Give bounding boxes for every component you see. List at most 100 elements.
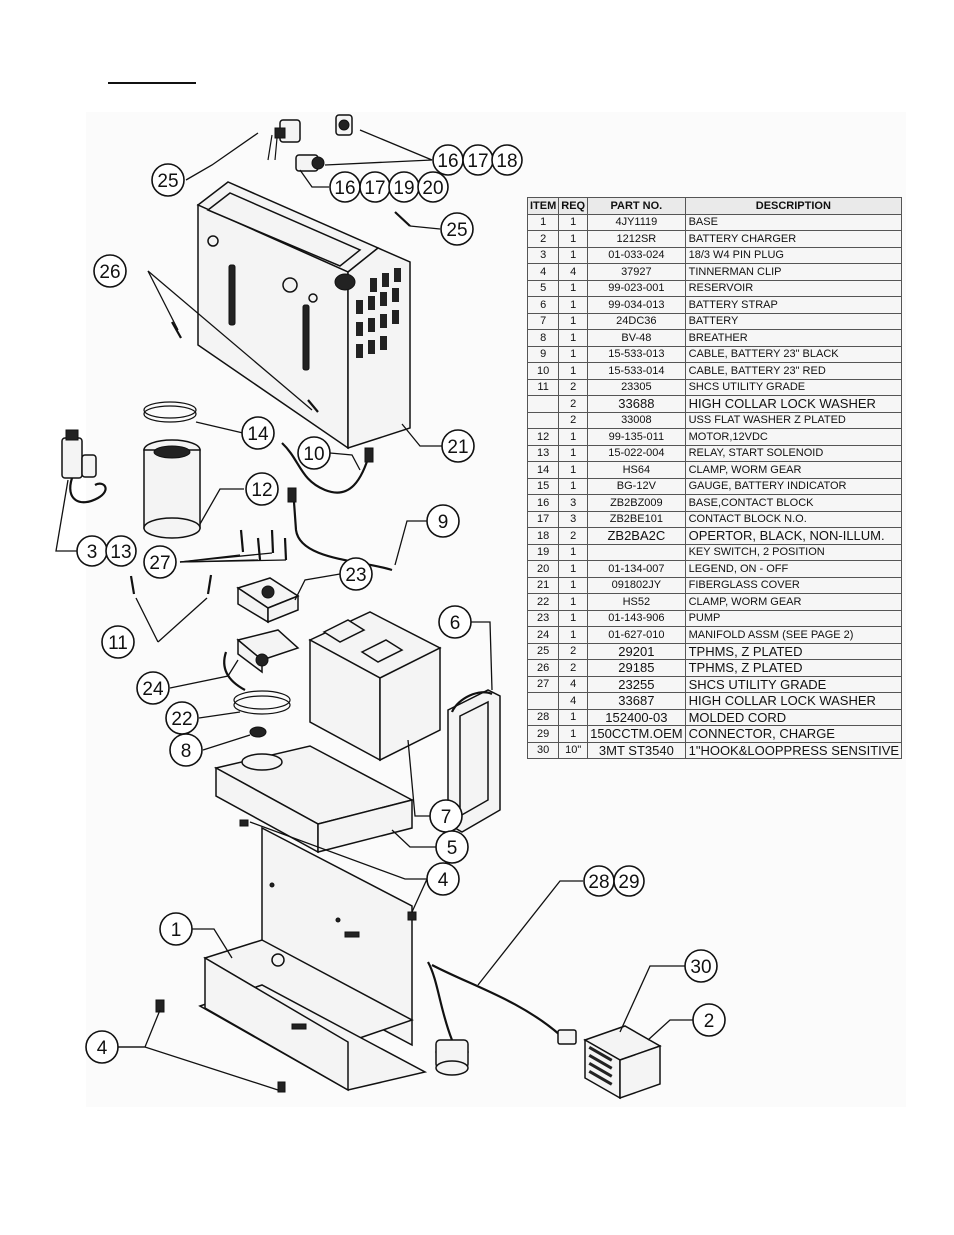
bom-item-cell: 6	[526, 296, 560, 314]
bom-req-cell: 1	[558, 444, 589, 462]
bom-part-cell: 29185	[587, 659, 686, 677]
bom-description-cell: SHCS UTILITY GRADE	[684, 675, 903, 693]
svg-text:28: 28	[588, 872, 609, 893]
svg-text:3: 3	[87, 542, 98, 563]
callout-26: 26	[93, 254, 127, 288]
bom-part-cell: 15-533-014	[587, 362, 686, 380]
bom-item-cell: 1	[526, 213, 560, 231]
bom-item-cell: 15	[526, 477, 560, 495]
svg-text:14: 14	[247, 424, 269, 445]
callout-2: 2	[692, 1003, 726, 1037]
svg-text:17: 17	[467, 151, 488, 172]
bom-item-cell: 20	[526, 560, 560, 578]
bom-item-cell: 13	[526, 444, 560, 462]
bom-header-description: DESCRIPTION	[684, 197, 903, 215]
svg-text:25: 25	[446, 220, 467, 241]
svg-text:10: 10	[303, 444, 324, 465]
bom-req-cell: 1	[558, 329, 589, 347]
bom-description-cell: TPHMS, Z PLATED	[684, 659, 903, 677]
bom-description-cell: BASE,CONTACT BLOCK	[684, 494, 903, 512]
bom-part-cell: 99-135-011	[587, 428, 686, 446]
bom-description-cell: USS FLAT WASHER Z PLATED	[684, 411, 903, 429]
bom-req-cell: 1	[558, 279, 589, 297]
bom-item-cell: 17	[526, 510, 560, 528]
battery-cables	[281, 442, 393, 572]
svg-text:4: 4	[438, 870, 449, 891]
svg-text:25: 25	[157, 171, 178, 192]
svg-text:27: 27	[149, 553, 170, 574]
bom-req-cell: 4	[558, 675, 589, 693]
bom-item-cell: 9	[526, 345, 560, 363]
bom-req-cell: 1	[558, 312, 589, 330]
bom-description-cell: 1"HOOK&LOOPPRESS SENSITIVE	[684, 741, 903, 759]
callout-16-lower: 16	[329, 171, 361, 203]
callout-14: 14	[241, 416, 275, 450]
bom-description-cell: FIBERGLASS COVER	[684, 576, 903, 594]
svg-text:13: 13	[110, 542, 131, 563]
battery-charger	[583, 1025, 662, 1100]
bom-req-cell: 1	[558, 296, 589, 314]
bom-description-cell: BATTERY STRAP	[684, 296, 903, 314]
bom-item-cell: 21	[526, 576, 560, 594]
bom-req-cell: 1	[558, 708, 589, 726]
bom-description-cell: BATTERY CHARGER	[684, 230, 903, 248]
battery	[308, 611, 442, 762]
bom-description-cell: BREATHER	[684, 329, 903, 347]
bom-description-cell: OPERTOR, BLACK, NON-ILLUM.	[684, 527, 903, 545]
bom-header-req: REQ	[558, 197, 589, 215]
callout-9: 9	[426, 504, 460, 538]
callout-4-upper: 4	[426, 862, 460, 896]
bom-description-cell: MOTOR,12VDC	[684, 428, 903, 446]
svg-text:26: 26	[99, 262, 120, 283]
bom-part-cell: HS52	[587, 593, 686, 611]
bom-part-cell: 33008	[587, 411, 686, 429]
bom-req-cell: 2	[558, 659, 589, 677]
bom-req-cell: 1	[558, 345, 589, 363]
bom-req-cell: 1	[558, 213, 589, 231]
bom-req-cell: 1	[558, 725, 589, 743]
bom-description-cell: MOLDED CORD	[684, 708, 903, 726]
svg-text:7: 7	[441, 807, 452, 828]
svg-text:12: 12	[251, 480, 272, 501]
callout-7: 7	[429, 799, 463, 833]
bom-part-cell: ZB2BE101	[587, 510, 686, 528]
callout-5: 5	[435, 830, 469, 864]
battery-strap	[447, 689, 501, 833]
svg-text:21: 21	[447, 437, 468, 458]
bom-req-cell: 2	[558, 527, 589, 545]
bom-req-cell: 1	[558, 626, 589, 644]
bom-description-cell: TPHMS, Z PLATED	[684, 642, 903, 660]
bom-part-cell: 29201	[587, 642, 686, 660]
bom-req-cell: 1	[558, 477, 589, 495]
bom-req-cell: 1	[558, 230, 589, 248]
bom-req-cell: 4	[558, 263, 589, 281]
svg-text:11: 11	[108, 633, 128, 654]
bom-part-cell: 091802JY	[587, 576, 686, 594]
base-frame	[198, 826, 428, 1092]
bom-description-cell: CABLE, BATTERY 23" BLACK	[684, 345, 903, 363]
bom-item-cell: 14	[526, 461, 560, 479]
bom-part-cell: 01-627-010	[587, 626, 686, 644]
fiberglass-cover	[196, 181, 411, 450]
bom-part-cell: 24DC36	[587, 312, 686, 330]
bom-req-cell: 2	[558, 395, 589, 413]
bom-item-cell: 10	[526, 362, 560, 380]
plug-and-relay	[61, 429, 107, 504]
callout-3: 3	[76, 535, 108, 567]
callout-20: 20	[417, 171, 449, 203]
bom-part-cell: ZB2BZ009	[587, 494, 686, 512]
bom-part-cell: 15-022-004	[587, 444, 686, 462]
bom-part-cell: 01-143-906	[587, 609, 686, 627]
bom-item-cell: 19	[526, 543, 560, 561]
